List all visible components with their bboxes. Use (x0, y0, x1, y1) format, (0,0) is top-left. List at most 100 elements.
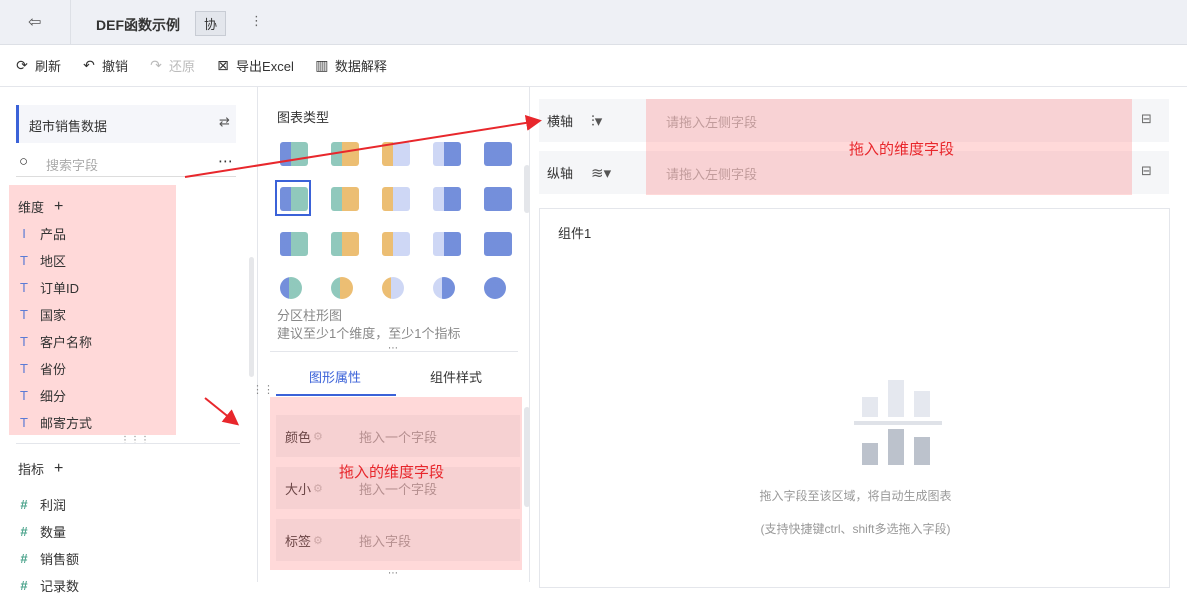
undo-label: 撤销 (102, 59, 129, 74)
search-field[interactable]: ○ 搜索字段 ⋯ (16, 149, 236, 177)
more-icon[interactable]: ⋮ (250, 13, 263, 28)
settings-icon[interactable]: ⚙ (313, 430, 323, 443)
text-field-icon: T (20, 415, 28, 430)
tab-graphic-properties[interactable]: 图形属性 (309, 370, 362, 385)
data-explain-button[interactable]: ▥数据解释 (314, 56, 387, 75)
grouped-bar-chart-icon[interactable] (382, 187, 410, 211)
property-highlight (270, 397, 522, 570)
area-chart-icon[interactable] (433, 232, 461, 256)
top-bar: ⇦ DEF函数示例 协 ⋮ (0, 0, 1187, 45)
exit-icon[interactable]: ⇦ (28, 14, 42, 31)
x-axis-settings-icon[interactable]: ⊟ (1141, 111, 1152, 126)
resize-handle[interactable]: ⋯ (388, 568, 398, 579)
waterfall-chart-icon[interactable] (484, 187, 512, 211)
chart-canvas[interactable]: 组件1 拖入字段至该区域，将自动生成图表 (支持快捷键ctrl、shift多选拖… (539, 208, 1170, 588)
property-drop-zone[interactable]: 拖入一个字段 (359, 481, 438, 497)
field-label: 记录数 (40, 579, 80, 594)
radar-chart-icon[interactable] (382, 232, 410, 256)
kpi-card-chart-icon[interactable] (433, 142, 461, 166)
number-field-icon: # (20, 497, 28, 512)
property-label: 大小 (285, 481, 312, 497)
scrollbar[interactable] (524, 165, 530, 213)
scatter-chart-icon[interactable] (433, 277, 455, 299)
y-axis-drop-zone[interactable]: 请拖入左侧字段 (666, 167, 758, 182)
gauge-chart-icon[interactable] (484, 232, 512, 256)
dataset-selector[interactable]: 超市销售数据 ⇄ (16, 105, 236, 143)
switch-dataset-icon[interactable]: ⇄ (219, 114, 230, 129)
property-drop-zone[interactable]: 拖入字段 (359, 533, 412, 549)
measure-header: 指标 + (18, 459, 63, 478)
detail-table-chart-icon[interactable] (382, 142, 410, 166)
y-axis-label: 纵轴 (547, 166, 574, 181)
x-axis-drop-zone[interactable]: 请拖入左侧字段 (666, 115, 758, 130)
stacked-bar-chart-icon[interactable] (331, 187, 359, 211)
property-drop-zone[interactable]: 拖入一个字段 (359, 429, 438, 445)
resize-handle[interactable]: ⋯ (388, 343, 398, 354)
cross-table-chart-icon[interactable] (331, 142, 359, 166)
search-input[interactable]: 搜索字段 (46, 158, 99, 173)
add-measure-icon[interactable]: + (54, 459, 64, 477)
active-tab-indicator (276, 394, 396, 396)
pie-chart-icon[interactable] (280, 277, 302, 299)
add-dimension-icon[interactable]: + (54, 197, 64, 215)
property-label: 颜色 (285, 429, 312, 445)
field-label: 利润 (40, 498, 67, 513)
redo-icon: ↷ (150, 57, 162, 73)
collab-badge[interactable]: 协 (195, 11, 227, 36)
empty-hint: 拖入字段至该区域，将自动生成图表 (759, 489, 952, 503)
sunburst-chart-icon[interactable] (382, 277, 404, 299)
divider (70, 0, 71, 45)
multi-line-chart-icon[interactable] (331, 232, 359, 256)
annotation-text: 拖入的维度字段 (849, 141, 955, 158)
scrollbar[interactable] (249, 257, 254, 377)
undo-icon: ↶ (83, 57, 95, 73)
y-axis-settings-icon[interactable]: ⊟ (1141, 163, 1152, 178)
empty-chart-icon (854, 380, 942, 465)
resize-handle[interactable]: ⋮⋮⋮ (120, 435, 150, 446)
axis-type-icon[interactable]: ≋▾ (591, 164, 612, 182)
list-item[interactable]: #记录数 (18, 576, 79, 595)
property-label-field[interactable]: 标签⚙拖入字段 (276, 519, 520, 561)
redo-button[interactable]: ↷还原 (148, 56, 195, 75)
number-field-icon: # (20, 524, 28, 539)
number-card-chart-icon[interactable] (484, 142, 512, 166)
zoned-bar-chart-icon[interactable] (280, 187, 308, 211)
dimension-label: 维度 (18, 200, 45, 215)
settings-icon[interactable]: ⚙ (313, 534, 323, 547)
text-field-icon: T (20, 388, 28, 403)
field-label: 客户名称 (40, 335, 93, 350)
undo-button[interactable]: ↶ 撤销 (81, 56, 128, 75)
list-item[interactable]: #数量 (18, 522, 66, 541)
tab-component-style[interactable]: 组件样式 (430, 370, 483, 385)
bar-h-chart-icon[interactable] (433, 187, 461, 211)
panel-resize-handle[interactable]: ⋮⋮ (252, 384, 274, 396)
axis-type-icon[interactable]: ⫶▾ (591, 112, 603, 130)
list-item[interactable]: #销售额 (18, 549, 79, 568)
table-chart-icon[interactable] (280, 142, 308, 166)
bubble-chart-icon[interactable] (484, 277, 506, 299)
page-title: DEF函数示例 (96, 17, 180, 33)
export-excel-button[interactable]: ⊠导出Excel (215, 56, 294, 75)
chart-explain-icon: ▥ (315, 57, 329, 73)
rose-pie-chart-icon[interactable] (331, 277, 353, 299)
property-size[interactable]: 大小⚙ 拖入一个字段 (276, 467, 520, 509)
list-item[interactable]: # 利润 (18, 495, 66, 514)
property-color[interactable]: 颜色⚙ 拖入一个字段 (276, 415, 520, 457)
text-field-icon: I (22, 226, 26, 241)
chart-type-label: 图表类型 (277, 110, 330, 125)
measure-label: 指标 (18, 462, 45, 477)
line-chart-icon[interactable] (280, 232, 308, 256)
more-options-icon[interactable]: ⋯ (218, 153, 233, 170)
scrollbar[interactable] (524, 407, 530, 507)
selected-chart-type[interactable] (275, 180, 311, 216)
settings-icon[interactable]: ⚙ (313, 482, 323, 495)
refresh-button[interactable]: ⟳刷新 (14, 56, 61, 75)
